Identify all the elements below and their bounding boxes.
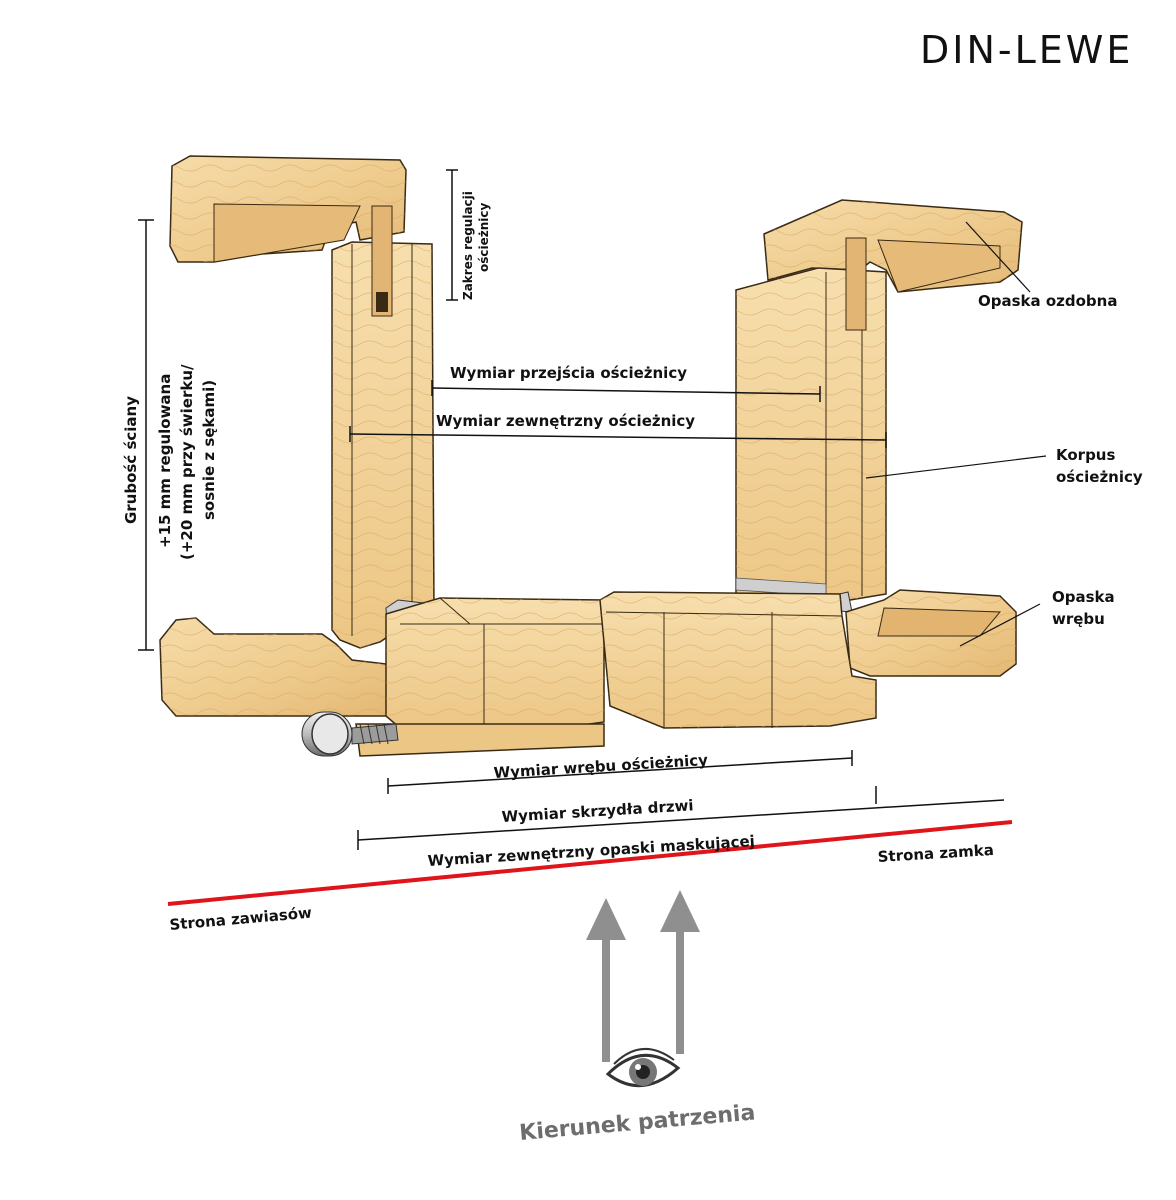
dim-zewnetrzny bbox=[349, 426, 887, 448]
door-leaf-left bbox=[355, 597, 605, 757]
right-frame bbox=[735, 199, 1023, 677]
label-grubosc-1: Grubość ściany bbox=[122, 396, 140, 524]
dim-skrzydla bbox=[388, 793, 876, 796]
hinge-icon bbox=[301, 711, 399, 757]
label-grubosc-2: +15 mm regulowana bbox=[156, 374, 174, 548]
label-wymiar-wrebu: Wymiar wrębu ościeżnicy bbox=[493, 751, 708, 782]
label-grubosc-3: (+20 mm przy świerku/ bbox=[178, 364, 196, 560]
label-wymiar-zewnetrzny: Wymiar zewnętrzny ościeżnicy bbox=[436, 412, 695, 430]
label-strona-zawiasow: Strona zawiasów bbox=[169, 904, 313, 934]
left-frame bbox=[159, 155, 435, 717]
label-zakres-2: ościeżnicy bbox=[477, 202, 491, 272]
label-korpus-2: ościeżnicy bbox=[1056, 468, 1143, 486]
dim-przejscia bbox=[431, 380, 821, 402]
diagram-title: DIN-LEWE bbox=[920, 28, 1134, 72]
dim-grubosc bbox=[138, 219, 154, 651]
label-opaska-wrebu-1: Opaska bbox=[1052, 588, 1115, 606]
label-wymiar-przejscia: Wymiar przejścia ościeżnicy bbox=[450, 364, 687, 382]
dim-zakres bbox=[446, 169, 458, 301]
dim-opaski bbox=[357, 799, 1005, 850]
label-grubosc-4: sosnie z sękami) bbox=[200, 380, 218, 520]
wall-line bbox=[167, 820, 1013, 906]
label-zakres-1: Zakres regulacji bbox=[461, 191, 475, 300]
label-strona-zamka: Strona zamka bbox=[877, 841, 994, 866]
door-leaf-right bbox=[599, 591, 877, 729]
eye-icon bbox=[605, 1047, 681, 1088]
label-kierunek: Kierunek patrzenia bbox=[518, 1100, 756, 1146]
label-korpus-1: Korpus bbox=[1056, 446, 1115, 464]
leader-opaska-ozdobna bbox=[965, 221, 1031, 293]
leader-opaska-wrebu bbox=[959, 603, 1041, 647]
leader-korpus bbox=[865, 455, 1047, 479]
label-opaska-ozdobna: Opaska ozdobna bbox=[978, 292, 1117, 310]
dim-wrebu bbox=[387, 750, 853, 794]
up-arrow-icon bbox=[586, 890, 700, 1062]
label-opaska-wrebu-2: wrębu bbox=[1052, 610, 1105, 628]
